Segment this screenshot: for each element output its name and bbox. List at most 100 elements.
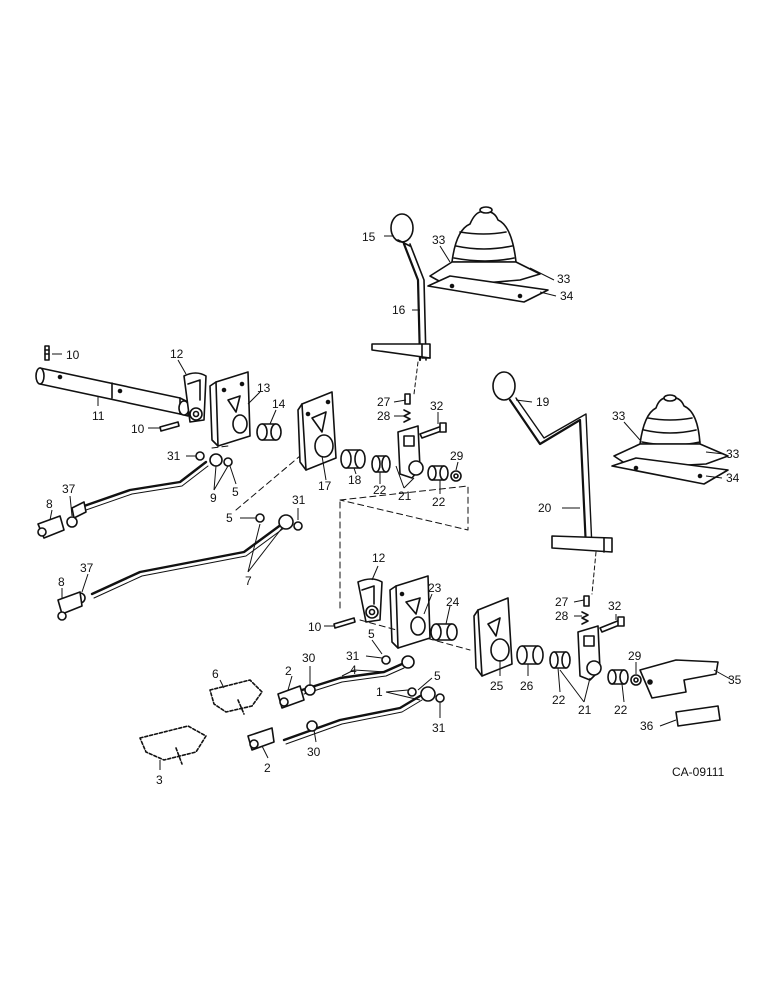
- rod-7: [90, 513, 303, 599]
- callout: 34: [726, 471, 740, 485]
- bushing-14: [256, 423, 282, 441]
- assembly-guide-lines: [211, 445, 471, 651]
- callout: 33: [726, 447, 740, 461]
- callout: 35: [728, 673, 742, 687]
- washer-31-a: [195, 451, 205, 461]
- callout: 24: [446, 595, 460, 609]
- plate-34-lower: [611, 457, 729, 485]
- bolt-32-lower: [599, 616, 625, 633]
- callout: 34: [560, 289, 574, 303]
- callout: 10: [66, 348, 80, 362]
- plate-36: [675, 705, 721, 727]
- rod-1: [282, 686, 445, 745]
- callout: 33: [432, 233, 446, 247]
- plate-34-upper: [427, 275, 549, 303]
- bushing-22-d: [607, 669, 629, 685]
- callout: 22: [552, 693, 566, 707]
- callout: 12: [170, 347, 184, 361]
- bolt-32-upper: [419, 422, 447, 439]
- callout: 32: [430, 399, 444, 413]
- bushing-24: [430, 623, 458, 641]
- pin-10-top: [44, 345, 50, 361]
- callout: 8: [58, 575, 65, 589]
- callout: 2: [285, 664, 292, 678]
- pin-10-lower: [333, 617, 356, 629]
- washer-29-upper: [450, 470, 462, 482]
- clevis-2-upper: [277, 685, 305, 709]
- clevis-2-lower: [247, 727, 275, 751]
- callout: 27: [555, 595, 569, 609]
- plate-35: [639, 659, 719, 699]
- bushing-22-b: [427, 465, 449, 481]
- callout: 17: [318, 479, 332, 493]
- callout: 26: [520, 679, 534, 693]
- callout: 32: [608, 599, 622, 613]
- callout: 37: [80, 561, 94, 575]
- callout: 10: [131, 422, 145, 436]
- callout: 31: [432, 721, 446, 735]
- callout: 3: [156, 773, 163, 787]
- bracket-12-upper: [183, 372, 207, 423]
- knob-15: [390, 213, 414, 247]
- callout: 16: [392, 303, 406, 317]
- callout: 23: [428, 581, 442, 595]
- callout: 36: [640, 719, 654, 733]
- plate-13: [209, 371, 251, 447]
- boot-33-upper: [429, 206, 541, 287]
- bushing-22-a: [371, 455, 391, 473]
- bracket-12-lower: [357, 578, 383, 623]
- shift-fork-6: [209, 679, 263, 715]
- callout: 22: [373, 483, 387, 497]
- callout: 5: [232, 485, 239, 499]
- callout: 29: [628, 649, 642, 663]
- nut-37-upper: [66, 516, 78, 528]
- callout: 4: [350, 663, 357, 677]
- lever-housing-21-lower: [577, 625, 602, 681]
- callout: 21: [398, 489, 412, 503]
- callout: 14: [272, 397, 286, 411]
- clevis-8-upper: [37, 515, 65, 539]
- callout: 15: [362, 230, 376, 244]
- callout: 13: [257, 381, 271, 395]
- callout: 19: [536, 395, 550, 409]
- callout: 28: [377, 409, 391, 423]
- callout: 30: [302, 651, 316, 665]
- callout: 33: [557, 272, 571, 286]
- callout: 11: [92, 409, 105, 423]
- rod-37-upper: [71, 460, 209, 519]
- bushing-22-c: [549, 651, 571, 669]
- callout: 20: [538, 501, 552, 515]
- callout: 33: [612, 409, 626, 423]
- gear-lever-20: [508, 397, 613, 553]
- callout: 18: [348, 473, 362, 487]
- callout: 5: [368, 627, 375, 641]
- boot-33-lower: [613, 394, 729, 469]
- callout: 2: [264, 761, 271, 775]
- callout: 9: [210, 491, 217, 505]
- callout: 31: [292, 493, 306, 507]
- gear-lever-16: [371, 242, 431, 362]
- rod-9: [209, 453, 233, 467]
- callout: 5: [434, 669, 441, 683]
- lever-housing-21-upper: [397, 425, 424, 479]
- callout: 29: [450, 449, 464, 463]
- callout: 28: [555, 609, 569, 623]
- callout: 30: [307, 745, 321, 759]
- washer-29-lower: [630, 674, 642, 686]
- clevis-8-lower: [57, 591, 83, 621]
- nut-30-upper: [304, 684, 316, 696]
- callout-labels: 10 12 11 10 13 14 31 9 5 37 8 5 31 7 37 …: [46, 230, 742, 787]
- drawing-code: CA-09111: [672, 765, 725, 779]
- shaft-11: [35, 367, 190, 417]
- bushing-26: [516, 645, 544, 665]
- knob-19: [492, 371, 516, 401]
- rod-4: [300, 655, 415, 695]
- shift-fork-3: [139, 725, 207, 765]
- callout: 8: [46, 497, 53, 511]
- callout: 7: [245, 574, 252, 588]
- callout: 31: [167, 449, 181, 463]
- plate-25: [473, 597, 513, 677]
- callout: 31: [346, 649, 360, 663]
- callout: 10: [308, 620, 322, 634]
- callout: 37: [62, 482, 76, 496]
